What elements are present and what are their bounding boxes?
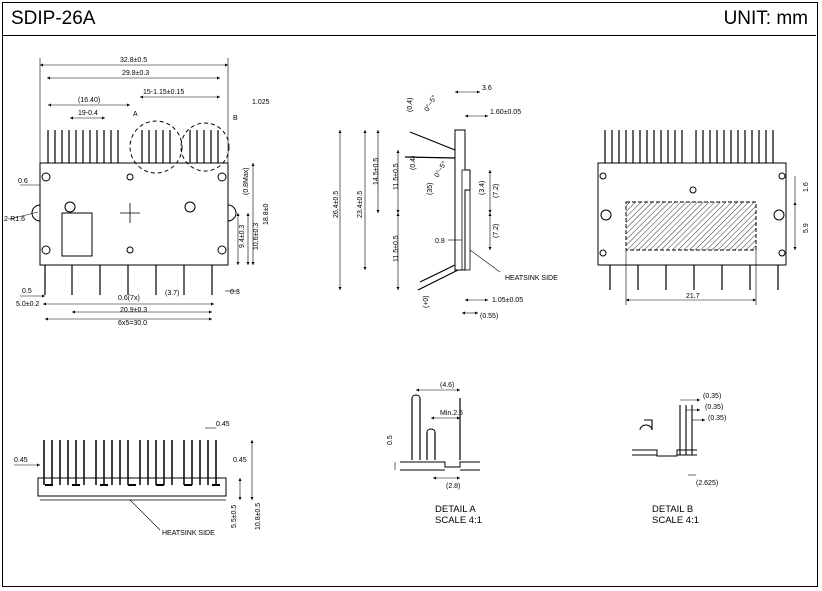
top-view-body (39, 162, 229, 266)
dim-3-7: (3.7) (165, 290, 179, 297)
dim-5-5: 5.5±0.5 (231, 505, 238, 528)
dim-3-4: (3.4) (479, 181, 486, 195)
dim-21-7: 21.7 (686, 293, 700, 300)
detail-b-scale: SCALE 4:1 (652, 515, 699, 526)
dim-0-5: 0.5 (22, 288, 32, 295)
detail-a-view: (4.6) Min.2.5 0.5 (2.8) DETAIL A SCALE 4… (387, 382, 482, 526)
top-view-lower-pins (44, 265, 213, 295)
detail-b-title: DETAIL B (652, 504, 693, 515)
top-view: 32.8±0.5 29.8±0.3 (16.40) 19-0.4 15-1.15… (4, 57, 270, 327)
dim-14-5: 14.5±0.5 (373, 158, 380, 185)
detail-a-title: DETAIL A (435, 504, 476, 515)
detail-a-scale: SCALE 4:1 (435, 515, 482, 526)
dim-1-6: 1.6 (803, 182, 810, 192)
detail-a-callout: A (133, 111, 138, 118)
dim-pitch: 15-1.15±0.15 (143, 89, 184, 96)
dim-3-6: 3.6 (482, 85, 492, 92)
dim-1-60: 1.60±0.05 (490, 109, 521, 116)
dim-11-5-bot: 11.5±0.5 (393, 235, 400, 262)
heatsink-area (625, 201, 757, 251)
dim-6x5: 6x5=30.0 (118, 320, 147, 327)
front-view-body (37, 477, 227, 497)
side-view: 3.6 1.60±0.05 (0.4) 0°~5° 0°~5° 14.5±0.5… (333, 85, 558, 320)
dim-b-0-35-3: (0.35) (708, 415, 726, 422)
dim-plus-0: (+0) (423, 295, 430, 308)
dim-9-4: 9.4±0.3 (239, 225, 246, 248)
dim-a-0-5: 0.5 (387, 435, 394, 445)
package-title: SDIP-26A (11, 8, 96, 29)
dim-29-8: 29.8±0.3 (122, 70, 149, 77)
dim-20-9: 20.9±0.3 (120, 307, 147, 314)
heatsink-label-side: HEATSINK SIDE (505, 275, 558, 282)
bottom-view: 1.6 5.9 21.7 (597, 130, 810, 305)
detail-b-callout: B (233, 115, 238, 122)
dim-0-6: 0.6 (18, 178, 28, 185)
dim-0-55: (0.55) (480, 313, 498, 320)
dim-1-025: 1.025 (252, 99, 270, 106)
front-view: 0.45 0.45 0.45 5.5±0.5 10.8±0.5 HEATSINK… (14, 421, 262, 537)
header-bar: SDIP-26A UNIT: mm (3, 3, 816, 36)
dim-1-05: 1.05±0.05 (492, 297, 523, 304)
dim-10-8: 10.8±0.5 (255, 503, 262, 530)
left-notch (31, 204, 41, 222)
side-view-body (454, 129, 471, 271)
dim-0-4-mid: (0.4) (410, 156, 417, 170)
bottom-view-lower-pins (609, 265, 779, 290)
dim-b-0-35-2: (0.35) (705, 404, 723, 411)
bottom-view-upper-pins (604, 130, 774, 163)
dim-7-2-bot: (7.2) (493, 224, 500, 238)
top-view-window (61, 212, 93, 257)
dim-0-3: 0.3 (230, 289, 240, 296)
dim-11-5-top: 11.5±0.5 (393, 163, 400, 190)
dim-0-45-left: 0.45 (14, 457, 28, 464)
dim-16-40: (16.40) (78, 97, 100, 104)
top-view-upper-pins (47, 130, 219, 163)
dim-r1-6: 2-R1.6 (4, 216, 25, 223)
heatsink-label-front: HEATSINK SIDE (162, 530, 215, 537)
dim-26-4: 26.4±0.5 (333, 191, 340, 218)
dim-5-0: 5.0±0.2 (16, 301, 39, 308)
dim-18-8: 18.8±0 (263, 204, 270, 225)
dim-32-8: 32.8±0.5 (120, 57, 147, 64)
dim-19-0-4: 19-0.4 (78, 110, 98, 117)
dim-min-2-5: Min.2.5 (440, 410, 463, 417)
dim-b-0-35-1: (0.35) (703, 393, 721, 400)
dim-35: (35) (427, 183, 434, 195)
dim-angle-top: 0°~5° (423, 94, 439, 113)
dim-4-6: (4.6) (440, 382, 454, 389)
detail-b-view: (0.35) (0.35) (0.35) (2.625) DETAIL B SC… (632, 393, 726, 526)
dim-23-4: 23.4±0.5 (357, 191, 364, 218)
dim-2-625: (2.625) (696, 480, 718, 487)
dim-0-45-top: 0.45 (216, 421, 230, 428)
dim-0-8max: (0.8Max) (243, 167, 250, 195)
front-view-pins (43, 440, 217, 485)
dim-10-6: 10.6±0.3 (253, 223, 260, 250)
dim-2-8: (2.8) (446, 483, 460, 490)
unit-label: UNIT: mm (723, 8, 808, 29)
dim-0-6-7x: 0.6(7x) (118, 295, 140, 302)
right-notch (227, 204, 237, 222)
dim-0-8: 0.8 (435, 238, 445, 245)
dim-0-45-right: 0.45 (233, 457, 247, 464)
dim-0-4-top: (0.4) (407, 98, 414, 112)
dim-5-9: 5.9 (803, 223, 810, 233)
bottom-view-body (597, 162, 787, 266)
dim-angle-mid: 0°~5° (433, 160, 449, 179)
dim-7-2-top: (7.2) (493, 184, 500, 198)
